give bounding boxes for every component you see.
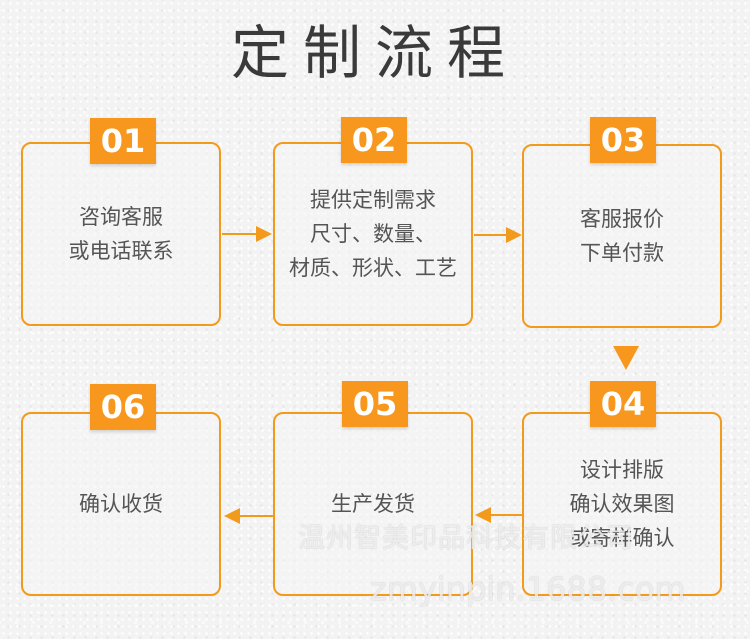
step-number-badge: 01 (90, 118, 156, 164)
step-number-badge: 04 (590, 381, 656, 427)
step-card-02: 提供定制需求 尺寸、数量、 材质、形状、工艺 (273, 142, 473, 326)
step-number-badge: 05 (342, 381, 408, 427)
step-card-04: 设计排版 确认效果图 或寄样确认 (522, 412, 722, 596)
step-text: 设计排版 确认效果图 或寄样确认 (569, 458, 675, 550)
watermark-url: zmyinpin.1688.com (370, 570, 686, 608)
step-text: 生产发货 (331, 492, 415, 516)
step-text: 客服报价 下单付款 (580, 207, 664, 265)
watermark-company: 温州智美印品科技有限公司 (298, 523, 634, 554)
step-card-06: 确认收货 (21, 412, 221, 596)
page-title: 定制流程 (230, 19, 519, 87)
step-card-05: 生产发货 (273, 412, 473, 596)
arrow-right-icon (222, 226, 272, 242)
step-text: 确认收货 (79, 492, 163, 516)
arrow-left-icon (475, 507, 523, 523)
step-card-01: 咨询客服 或电话联系 (21, 142, 221, 326)
step-number-badge: 06 (90, 384, 156, 430)
arrow-right-icon (474, 227, 522, 243)
step-text: 咨询客服 或电话联系 (68, 205, 174, 263)
step-card-03: 客服报价 下单付款 (522, 144, 722, 328)
arrow-left-icon (224, 508, 274, 524)
step-number-badge: 02 (341, 117, 407, 163)
arrow-down-icon (613, 346, 639, 370)
step-number-badge: 03 (590, 117, 656, 163)
step-text: 提供定制需求 尺寸、数量、 材质、形状、工艺 (289, 188, 457, 280)
